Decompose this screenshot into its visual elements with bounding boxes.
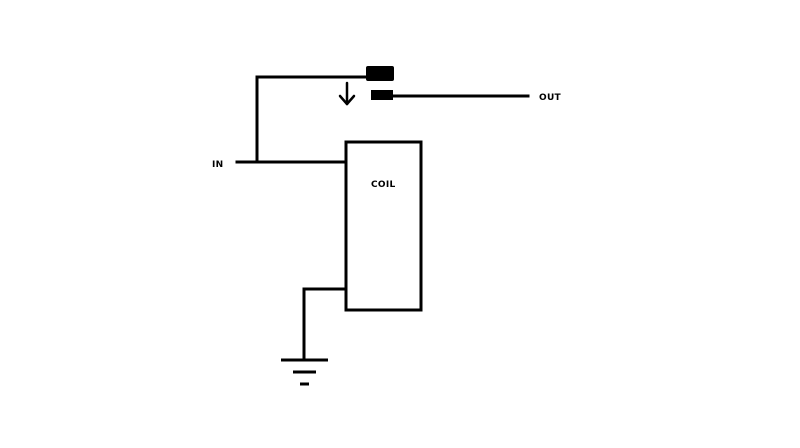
ground-symbol (281, 358, 328, 386)
coil-label: COIL (371, 180, 396, 190)
switch-upper-contact (366, 66, 394, 81)
relay-switch-contact (366, 66, 394, 100)
switch-lower-contact (371, 90, 393, 100)
output-label: OUT (539, 93, 562, 103)
input-label: IN (212, 160, 223, 170)
down-arrow-icon (338, 81, 356, 106)
coil-box (344, 140, 423, 312)
